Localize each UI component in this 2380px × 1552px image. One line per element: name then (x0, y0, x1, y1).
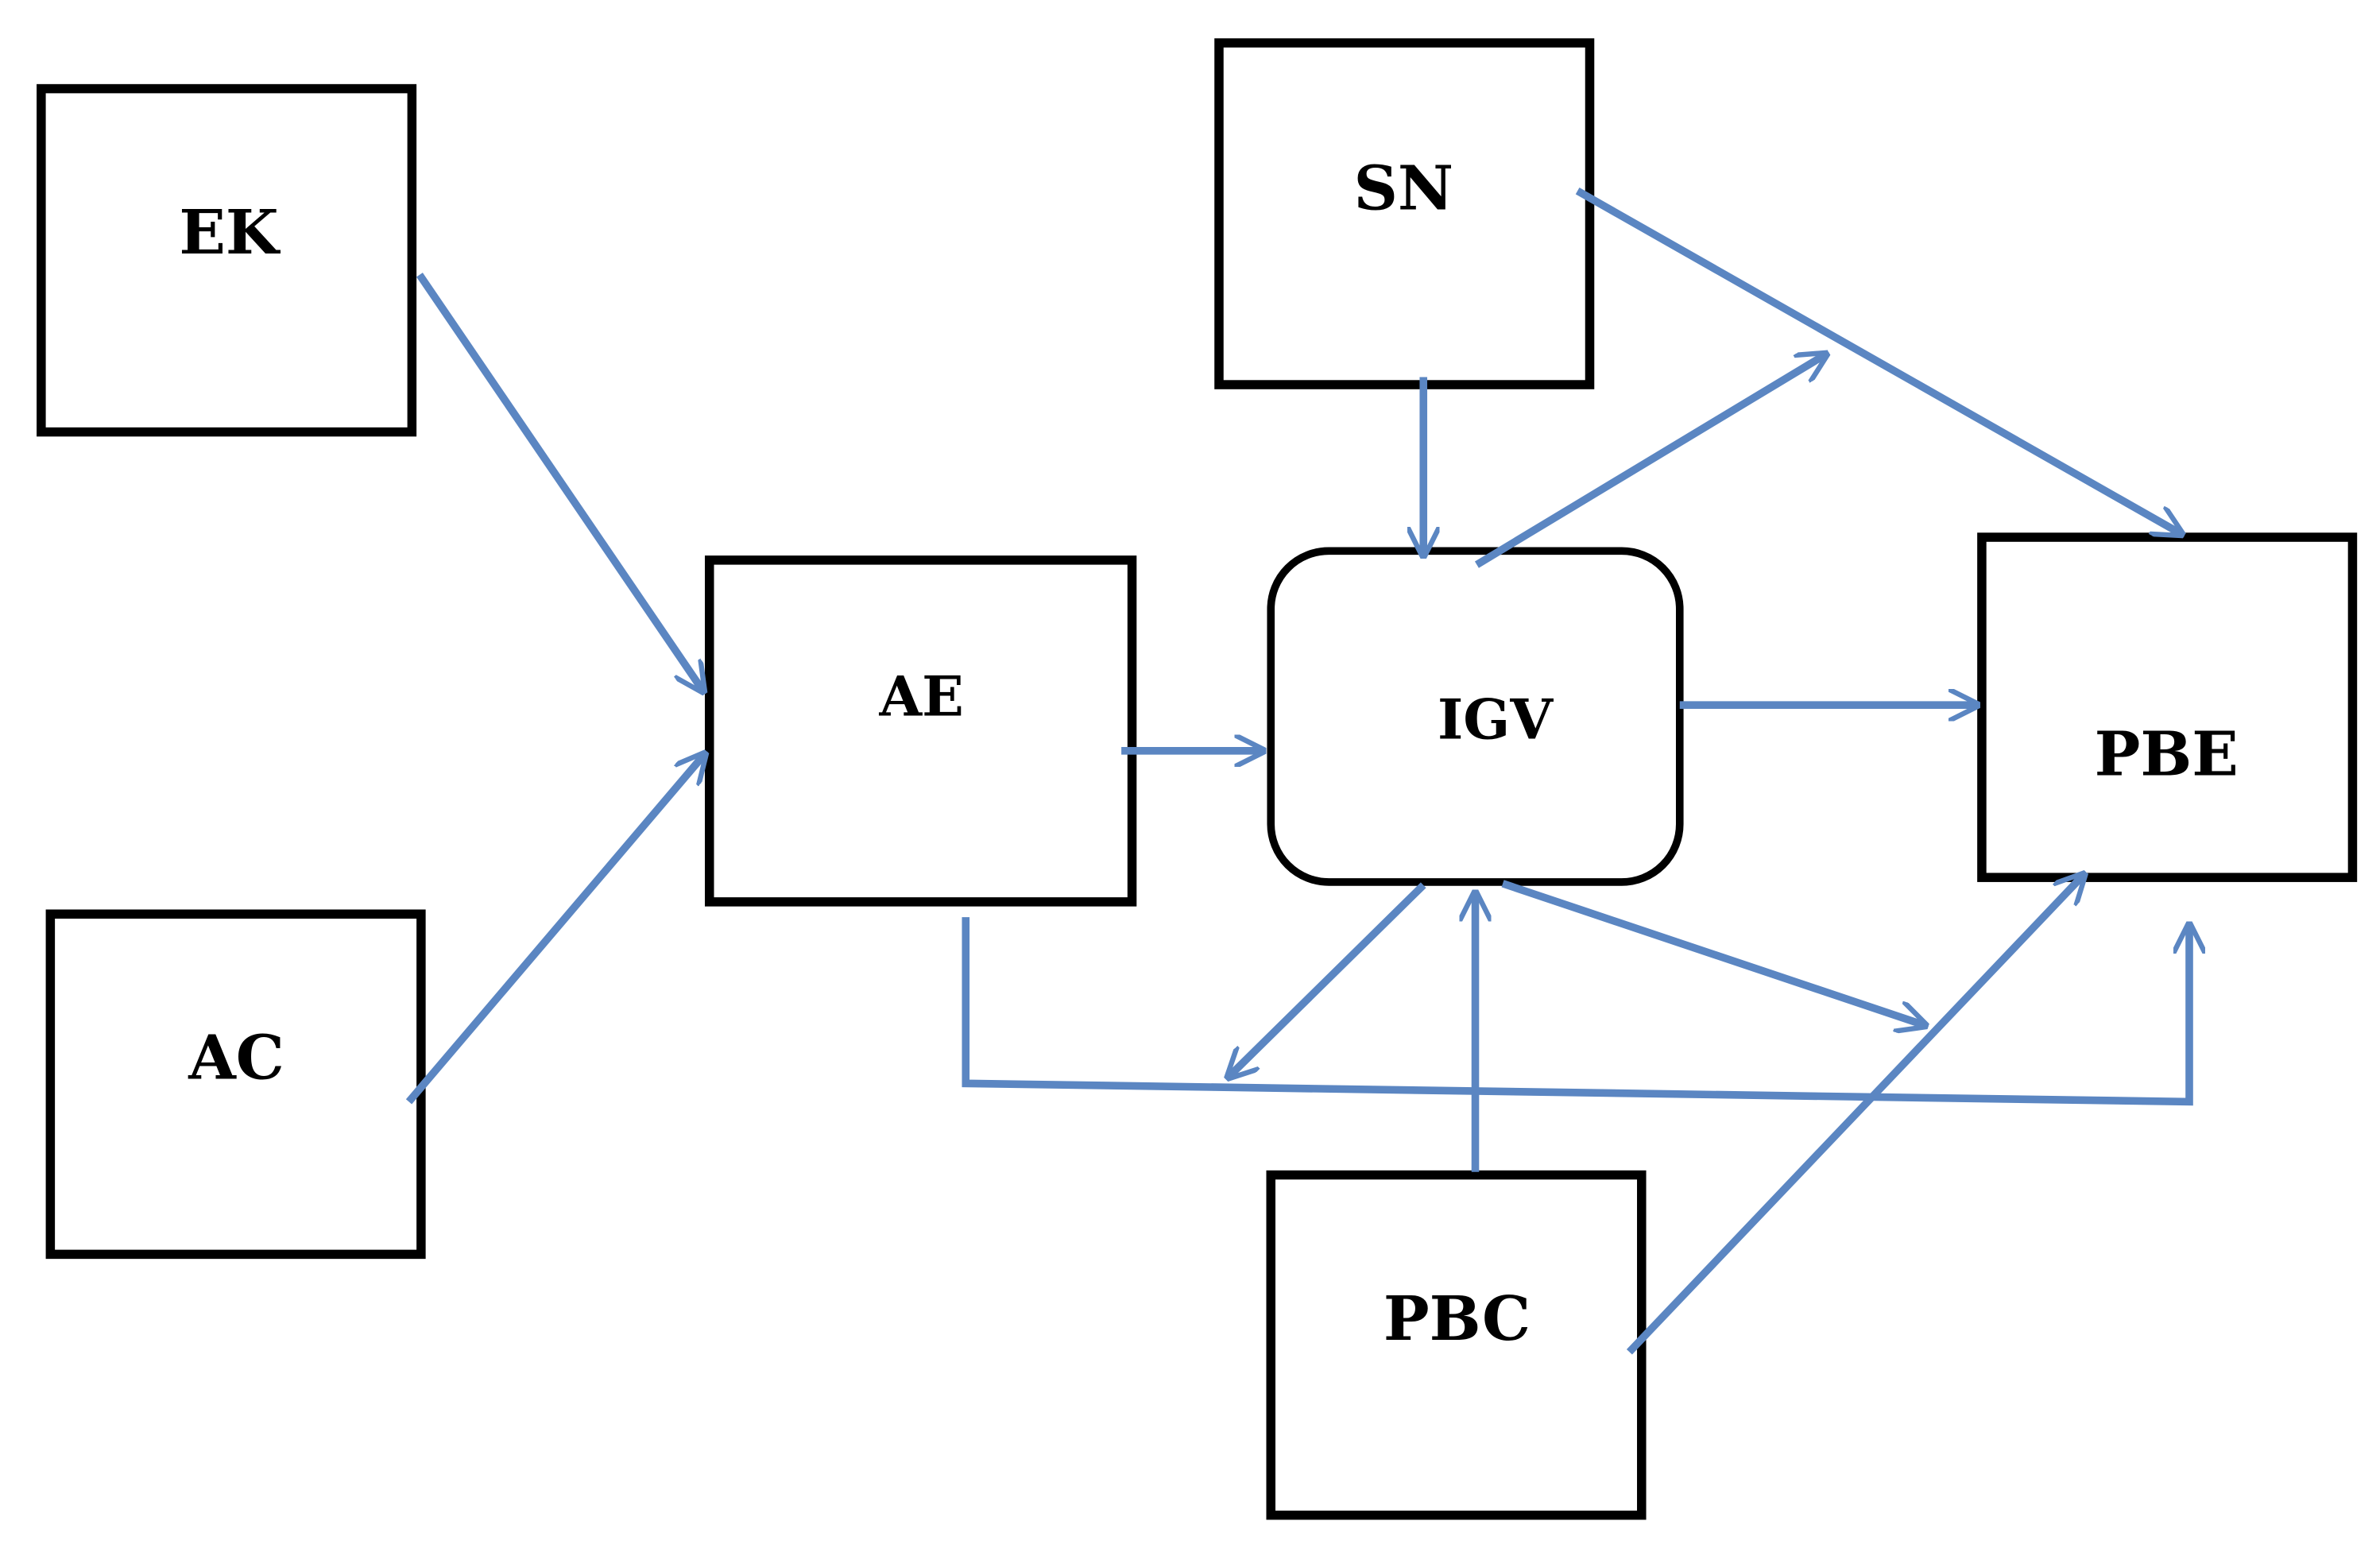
node-ek-box (37, 83, 417, 437)
node-pbe: PBE (1977, 532, 2358, 882)
arrow-ek-to-ae (416, 273, 703, 691)
arrow-pbc-to-pbe (1626, 874, 2084, 1355)
node-pbe-label: PBE (2095, 719, 2239, 791)
node-pbc-box (1266, 1170, 1647, 1520)
node-ae-box (704, 555, 1137, 907)
arrow-igv-to-sn-pbe-path (1474, 354, 1826, 568)
node-ae-label: AE (878, 665, 963, 730)
node-pbc-label: PBC (1383, 1283, 1531, 1355)
arrow-sn-to-pbe (1575, 188, 2181, 534)
node-igv-label: IGV (1438, 687, 1554, 752)
node-ek: EK (37, 83, 417, 437)
node-igv: IGV (1267, 547, 1684, 886)
arrow-ae-to-pbe (962, 917, 2189, 1106)
node-ac: AC (45, 909, 426, 1260)
node-pbc: PBC (1266, 1170, 1647, 1520)
arrow-igv-to-ae-pbe-path (1228, 882, 1426, 1078)
arrows (405, 188, 2189, 1355)
node-sn-box (1214, 38, 1595, 389)
node-sn-label: SN (1353, 153, 1453, 224)
node-ae: AE (704, 555, 1137, 907)
node-ek-label: EK (179, 197, 281, 269)
node-igv-box (1267, 547, 1684, 886)
arrow-ac-to-ae (405, 754, 705, 1105)
node-sn: SN (1214, 38, 1595, 389)
node-ac-box (45, 909, 426, 1260)
node-ac-label: AC (188, 1023, 284, 1094)
arrow-igv-to-pbc-pbe-path (1501, 880, 1925, 1026)
node-pbe-box (1977, 532, 2358, 882)
